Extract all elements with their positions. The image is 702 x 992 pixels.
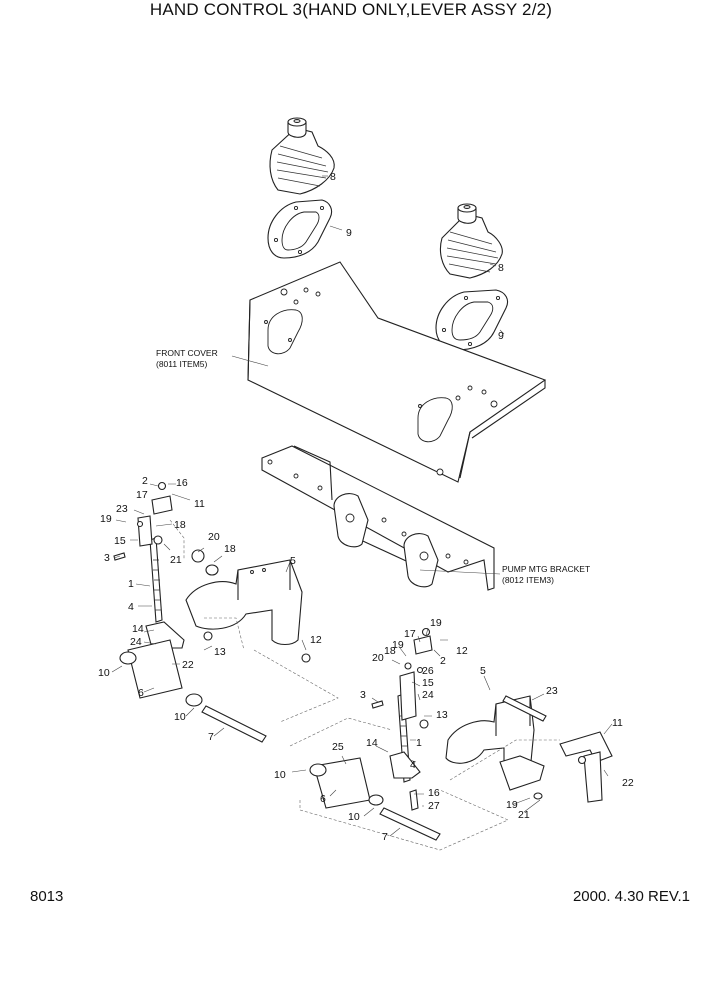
callout-number: 13 — [436, 709, 448, 721]
callout-number: 19 — [506, 799, 518, 811]
svg-text:(8011 ITEM5): (8011 ITEM5) — [156, 359, 208, 369]
lever-boot-left[interactable] — [269, 117, 335, 195]
revision-date: 2000. 4.30 REV.1 — [572, 888, 690, 905]
page-number: 8013 — [30, 888, 64, 905]
callout-number: 3 — [104, 552, 110, 564]
callout-number: 16 — [428, 787, 440, 799]
note-pump-bracket: PUMP MTG BRACKET (8012 ITEM3) — [502, 564, 590, 585]
front-cover-plate — [247, 261, 547, 483]
callout-number: 19 — [392, 639, 404, 651]
callout-number: 5 — [290, 555, 296, 567]
callout-number: 7 — [208, 731, 214, 743]
callout-lines — [111, 175, 613, 851]
pin-right — [379, 807, 441, 841]
callout-number: 23 — [546, 685, 558, 697]
callout-number: 1 — [128, 578, 134, 590]
callout-number: 12 — [310, 634, 322, 646]
callout-number: 9 — [498, 330, 504, 342]
callout-number: 8 — [330, 171, 336, 183]
callout-number: 24 — [130, 636, 142, 648]
callout-number: 17 — [404, 628, 416, 640]
callout-number: 2 — [440, 655, 446, 667]
callout-number: 17 — [136, 489, 148, 501]
callout-number: 18 — [174, 519, 186, 531]
callout-number: 5 — [480, 665, 486, 677]
callout-number: 4 — [128, 601, 134, 613]
callout-number: 14 — [132, 623, 144, 635]
callout-number: 10 — [174, 711, 186, 723]
callout-number: 25 — [332, 741, 344, 753]
boot-plate-right[interactable] — [435, 289, 509, 351]
svg-text:PUMP MTG BRACKET: PUMP MTG BRACKET — [502, 564, 590, 574]
pump-mounting-bracket — [261, 445, 495, 591]
callout-number: 4 — [410, 759, 416, 771]
right-lever-assembly — [309, 627, 441, 841]
callout-number: 19 — [100, 513, 112, 525]
callout-number: 19 — [430, 617, 442, 629]
svg-text:FRONT COVER: FRONT COVER — [156, 348, 218, 358]
callout-number: 10 — [348, 811, 360, 823]
callout-number: 1 — [416, 737, 422, 749]
callout-number: 10 — [98, 667, 110, 679]
page-title: HAND CONTROL 3(HAND ONLY,LEVER ASSY 2/2) — [149, 0, 553, 19]
callout-number: 10 — [274, 769, 286, 781]
callout-number: 18 — [224, 543, 236, 555]
callout-number: 20 — [208, 531, 220, 543]
callout-number: 22 — [182, 659, 194, 671]
callout-number: 23 — [116, 503, 128, 515]
boot-plate-left[interactable] — [267, 199, 333, 259]
callout-number: 15 — [422, 677, 434, 689]
callout-number: 3 — [360, 689, 366, 701]
callout-number: 12 — [456, 645, 468, 657]
callout-number: 11 — [194, 498, 205, 510]
callout-number: 6 — [138, 687, 144, 699]
shaft-block-left — [127, 639, 183, 699]
callout-number: 8 — [498, 262, 504, 274]
callout-number: 26 — [422, 665, 434, 677]
lever-boot-right[interactable] — [439, 203, 503, 279]
callout-number: 20 — [372, 652, 384, 664]
callout-number: 6 — [320, 793, 326, 805]
callout-number: 9 — [346, 227, 352, 239]
svg-text:(8012 ITEM3): (8012 ITEM3) — [502, 575, 554, 585]
bracket-left — [185, 559, 311, 663]
callout-number: 24 — [422, 689, 434, 701]
bracket-small-right — [499, 731, 613, 803]
callout-numbers: 8 9 8 9 2 16 17 11 23 19 18 15 21 3 1 4 … — [98, 171, 634, 843]
callout-number: 16 — [176, 477, 188, 489]
callout-number: 7 — [382, 831, 388, 843]
callout-number: 21 — [170, 554, 182, 566]
callout-number: 2 — [142, 475, 148, 487]
callout-number: 22 — [622, 777, 634, 789]
callout-number: 18 — [384, 645, 396, 657]
lever-arm-right — [389, 751, 421, 779]
left-lever-assembly — [113, 481, 267, 743]
note-front-cover: FRONT COVER (8011 ITEM5) — [156, 348, 218, 369]
callout-number: 13 — [214, 646, 226, 658]
callout-number: 27 — [428, 800, 440, 812]
callout-number: 15 — [114, 535, 126, 547]
callout-number: 11 — [612, 717, 623, 729]
pin-left — [201, 705, 267, 743]
callout-number: 21 — [518, 809, 530, 821]
callout-number: 14 — [366, 737, 378, 749]
